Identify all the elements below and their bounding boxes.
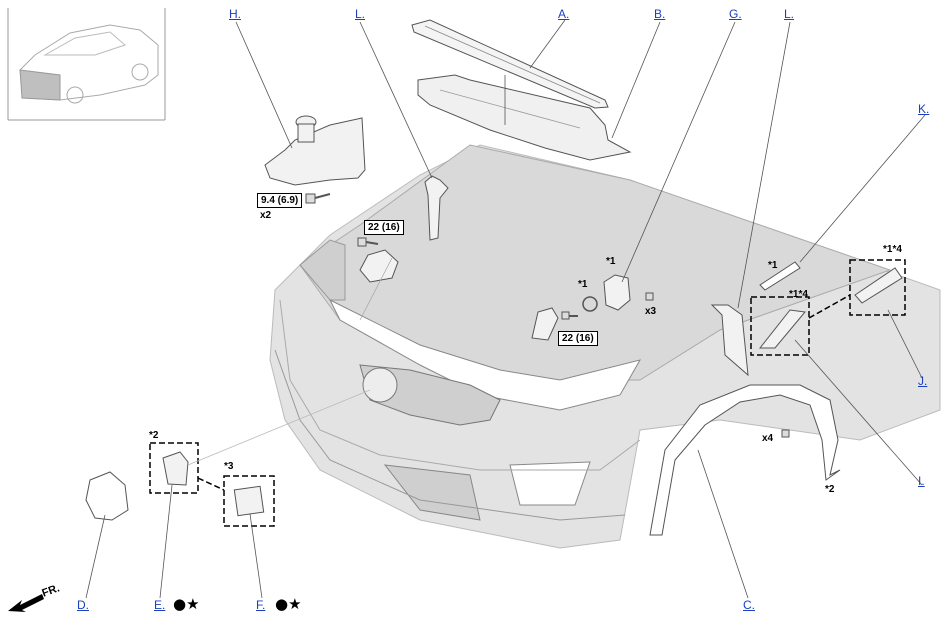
reservoir-part bbox=[264, 115, 366, 186]
callout-d-link[interactable]: D. bbox=[77, 598, 89, 612]
cowl-top-part bbox=[417, 74, 632, 161]
callout-h-link[interactable]: H. bbox=[229, 7, 241, 21]
note-mirror-e: *2 bbox=[149, 430, 159, 441]
qty-reservoir-bolt: x2 bbox=[260, 210, 272, 221]
torque-latch-bolt: 22 (16) bbox=[558, 331, 598, 346]
note-emblem-i: *1*4 bbox=[789, 289, 808, 300]
emblem-i-part bbox=[750, 296, 810, 356]
callout-f-link[interactable]: F. bbox=[256, 598, 266, 612]
note-arch-c: *2 bbox=[825, 484, 835, 495]
emblem-j-part bbox=[849, 259, 906, 316]
callout-l-right-link[interactable]: L. bbox=[784, 7, 795, 21]
wheel-arch-part bbox=[649, 384, 841, 536]
torque-reservoir-bolt: 9.4 (6.9) bbox=[257, 193, 303, 208]
emblem-k-part bbox=[759, 261, 801, 291]
caution-symbols-f: ●★ bbox=[275, 595, 302, 613]
front-direction-arrow-icon bbox=[8, 594, 44, 612]
callout-a-link[interactable]: A. bbox=[558, 7, 570, 21]
note-cap-seal: *1 bbox=[578, 279, 588, 290]
callout-i-link[interactable]: I. bbox=[918, 474, 925, 488]
leader-lines bbox=[85, 19, 926, 599]
callout-c-link[interactable]: C. bbox=[743, 598, 755, 612]
hood-latch-part bbox=[531, 274, 654, 341]
caution-symbols-e: ●★ bbox=[173, 595, 200, 613]
note-hood-emblem: *1 bbox=[768, 260, 778, 271]
callout-j-link[interactable]: J. bbox=[918, 374, 928, 388]
note-cover-f: *3 bbox=[224, 461, 234, 472]
callout-l-left-link[interactable]: L. bbox=[355, 7, 366, 21]
callout-b-link[interactable]: B. bbox=[654, 7, 666, 21]
hinge-bracket-part bbox=[357, 237, 399, 283]
cover-f-part bbox=[223, 475, 275, 527]
note-emblem-j: *1*4 bbox=[883, 244, 902, 255]
cover-link-line bbox=[197, 477, 225, 491]
bolt-icon bbox=[305, 193, 331, 204]
vehicle-front-body bbox=[269, 144, 941, 549]
front-emblem-cover-part bbox=[85, 471, 129, 521]
callout-g-link[interactable]: G. bbox=[729, 7, 742, 21]
callout-k-link[interactable]: K. bbox=[918, 102, 930, 116]
torque-bracket-bolt: 22 (16) bbox=[364, 220, 404, 235]
qty-latch-screws: x3 bbox=[645, 306, 657, 317]
camera-mount-e-part bbox=[149, 442, 199, 494]
emblem-link-line bbox=[808, 294, 851, 319]
fender-side-part bbox=[710, 304, 749, 377]
cowl-seal-part bbox=[411, 19, 609, 109]
hood-stay-left-part bbox=[424, 175, 449, 241]
vehicle-locator-thumbnail bbox=[7, 8, 166, 121]
callout-e-link[interactable]: E. bbox=[154, 598, 166, 612]
note-latch-stay: *1 bbox=[606, 256, 616, 267]
qty-fender-screws: x4 bbox=[762, 433, 774, 444]
